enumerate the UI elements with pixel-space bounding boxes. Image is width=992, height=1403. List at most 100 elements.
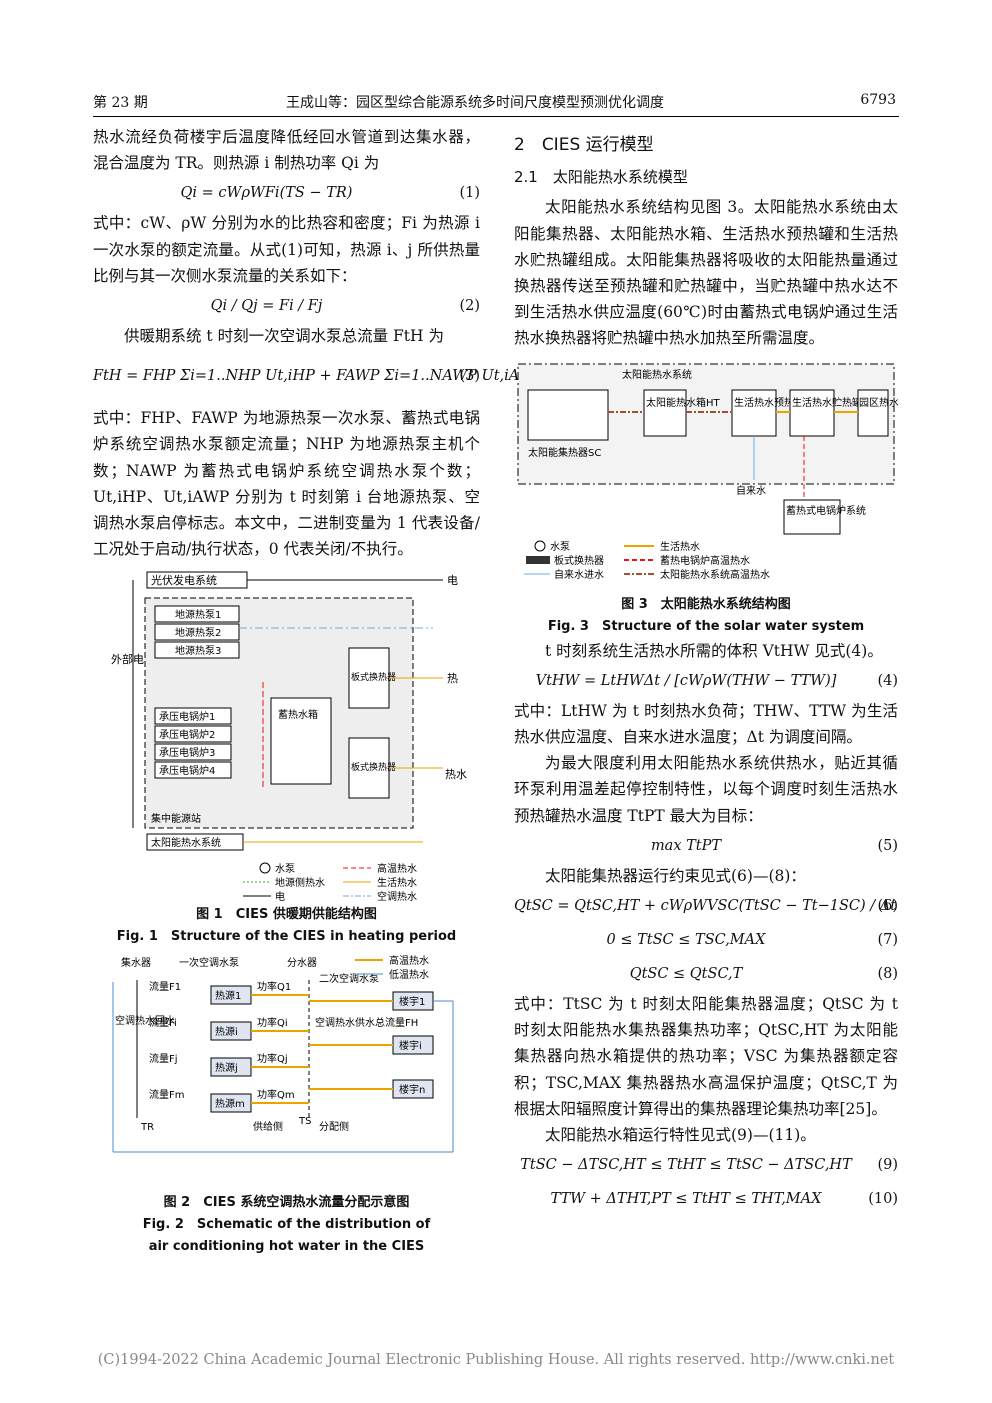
solar-water-diagram: 太阳能热水系统 太阳能集热器SC 太阳能热水箱HT 生活热水预热罐PT 生活热水… — [517, 363, 898, 581]
svg-text:蓄热电锅炉高温热水: 蓄热电锅炉高温热水 — [660, 554, 750, 567]
svg-text:热源j: 热源j — [215, 1061, 238, 1074]
svg-text:承压电锅炉1: 承压电锅炉1 — [159, 710, 215, 723]
svg-text:生活热水: 生活热水 — [377, 876, 417, 889]
figure-2: 集水器 一次空调水泵 分水器 二次空调水泵 高温热水 低温热水 空调热水回水 流… — [93, 952, 480, 1258]
load-label: 园区热水负荷 — [859, 396, 898, 409]
paragraph: 式中：cW、ρW 分别为水的比热容和密度；Fi 为热源 i 一次水泵的额定流量。… — [93, 214, 480, 285]
subsection-heading: 2.1 太阳能热水系统模型 — [514, 168, 688, 187]
equation-3: FtH = FHP Σi=1..NHP Ut,iHP + FAWP Σi=1..… — [93, 368, 544, 385]
hx-label-2: 板式换热器 — [351, 761, 396, 773]
fig3-title: 太阳能热水系统 — [622, 368, 692, 381]
equation-2: Qi / Qj = Fi / Fj(2) — [210, 298, 480, 315]
svg-text:功率Qi: 功率Qi — [257, 1016, 288, 1029]
st-label: 生活热水贮热罐ST — [792, 396, 875, 409]
svg-text:低温热水: 低温热水 — [389, 968, 429, 981]
svg-text:热源i: 热源i — [215, 1025, 238, 1038]
svg-text:楼宇1: 楼宇1 — [399, 995, 425, 1008]
svg-text:流量Fm: 流量Fm — [149, 1088, 185, 1101]
running-title: 王成山等：园区型综合能源系统多时间尺度模型预测优化调度 — [286, 95, 664, 111]
svg-text:自来水进水: 自来水进水 — [554, 568, 604, 581]
svg-text:楼宇n: 楼宇n — [399, 1083, 425, 1096]
heat-pump-group: 地源热泵1 地源热泵2 地源热泵3 — [154, 605, 240, 659]
hx-label-1: 板式换热器 — [351, 671, 396, 683]
svg-text:分水器: 分水器 — [287, 957, 317, 969]
left-column: 热水流经负荷楼宇后温度降低经回水管道到达集水器，混合温度为 TR。则热源 i 制… — [93, 124, 544, 1258]
fig1-legend: 水泵 高温热水 地源侧热水 生活热水 电 空调热水 — [243, 862, 417, 903]
grid-label: 外部电网 — [111, 652, 155, 666]
svg-text:水泵: 水泵 — [550, 541, 570, 553]
svg-text:热源1: 热源1 — [215, 989, 241, 1002]
svg-text:承压电锅炉2: 承压电锅炉2 — [159, 728, 215, 741]
svg-text:二次空调水泵: 二次空调水泵 — [319, 972, 379, 985]
fig3-legend: 水泵 生活热水 板式换热器 蓄热电锅炉高温热水 自来水进水 太阳能热水系统高温热… — [524, 540, 770, 581]
svg-text:板式换热器: 板式换热器 — [554, 554, 604, 567]
section-heading: 2 CIES 运行模型 — [514, 135, 654, 155]
return-label: 空调热水回水 — [115, 1014, 175, 1027]
equation-8: QtSC ≤ QtSC,T(8) — [629, 966, 898, 983]
svg-text:流量F1: 流量F1 — [149, 980, 181, 993]
equation-1: Qi = cWρWFi(TS − TR)(1) — [180, 185, 480, 202]
collector-label: 太阳能集热器SC — [528, 446, 601, 459]
pv-label: 光伏发电系统 — [151, 573, 217, 587]
svg-text:地源热泵1: 地源热泵1 — [175, 608, 221, 621]
figure-1: 光伏发电系统 电 外部电网 地源热泵1 地源热泵2 地源热泵3 承压电锅炉1 承… — [93, 568, 480, 948]
boiler-system-label: 蓄热式电锅炉系统 — [786, 504, 866, 517]
svg-text:生活热水: 生活热水 — [660, 540, 700, 553]
tap-water-label: 自来水 — [736, 484, 766, 497]
page-number: 6793 — [860, 92, 896, 108]
paragraph: 为最大限度利用太阳能热水系统供热水，贴近其循环泵利用温差起停控制特性，以每个调度… — [514, 754, 898, 825]
svg-text:热源m: 热源m — [215, 1097, 245, 1110]
svg-text:高温热水: 高温热水 — [377, 862, 417, 875]
svg-text:地源热泵3: 地源热泵3 — [175, 644, 221, 657]
svg-text:集水器: 集水器 — [121, 956, 151, 969]
svg-text:地源热泵2: 地源热泵2 — [175, 626, 221, 639]
supply-label: 空调热水供水总流量FH — [315, 1016, 418, 1029]
svg-text:一次空调水泵: 一次空调水泵 — [179, 956, 239, 969]
paragraph: 式中：LtHW 为 t 时刻热水负荷；THW、TTW 为生活热水供应温度、自来水… — [514, 701, 898, 747]
equation-7: 0 ≤ TtSC ≤ TSC,MAX(7) — [606, 932, 898, 949]
equation-4: VtHW = LtHWΔt / [cWρW(THW − TTW)](4) — [535, 672, 898, 689]
distribution-side-label: 分配侧 — [319, 1120, 349, 1133]
svg-text:高温热水: 高温热水 — [389, 954, 429, 967]
header-rule — [93, 116, 899, 117]
svg-text:承压电锅炉3: 承压电锅炉3 — [159, 746, 215, 759]
paragraph: t 时刻系统生活热水所需的体积 VtHW 见式(4)。 — [545, 641, 883, 660]
paragraph: 式中：TtSC 为 t 时刻太阳能集热器温度；QtSC 为 t 时刻太阳能热水集… — [514, 995, 898, 1118]
fig2-caption-cn: 图 2 CIES 系统空调热水流量分配示意图 — [163, 1195, 410, 1211]
equation-6: QtSC = QtSC,HT + cWρWVSC(TtSC − Tt−1SC) … — [514, 898, 898, 915]
paragraph: 供暖期系统 t 时刻一次空调水泵总流量 FtH 为 — [124, 327, 444, 346]
paragraph: 太阳能集热器运行约束见式(6)—(8)： — [545, 866, 806, 885]
issue-label: 第 23 期 — [93, 95, 148, 111]
paragraph: 太阳能热水系统结构见图 3。太阳能热水系统由太阳能集热器、太阳能热水箱、生活热水… — [514, 198, 898, 348]
ht-label: 太阳能热水箱HT — [646, 396, 721, 409]
fig3-caption-en: Fig. 3 Structure of the solar water syst… — [547, 618, 865, 634]
ts-label: TS — [298, 1116, 311, 1127]
svg-text:楼宇i: 楼宇i — [399, 1039, 422, 1052]
right-column: 2 CIES 运行模型 2.1 太阳能热水系统模型 太阳能热水系统结构见图 3。… — [514, 124, 898, 1216]
equation-5: max TtPT(5) — [650, 837, 898, 854]
fig2-caption-en-2: air conditioning hot water in the CIES — [148, 1239, 425, 1255]
fig1-caption-en: Fig. 1 Structure of the CIES in heating … — [116, 929, 457, 945]
svg-text:功率Qm: 功率Qm — [257, 1088, 295, 1101]
building-rows: 楼宇1 楼宇i 楼宇n — [112, 982, 454, 1153]
fig1-caption-cn: 图 1 CIES 供暖期供能结构图 — [196, 907, 377, 923]
svg-text:功率Qj: 功率Qj — [257, 1052, 288, 1065]
svg-text:流量Fj: 流量Fj — [149, 1052, 178, 1065]
svg-text:空调热水: 空调热水 — [377, 890, 417, 903]
equation-10: TTW + ΔTHT,PT ≤ TtHT ≤ THT,MAX(10) — [550, 1191, 898, 1208]
svg-text:太阳能热水系统高温热水: 太阳能热水系统高温热水 — [660, 568, 770, 581]
svg-text:功率Q1: 功率Q1 — [257, 980, 291, 993]
station-label: 集中能源站 — [151, 812, 201, 825]
heat-out-label: 热 — [447, 672, 458, 685]
hotwater-out-label: 热水 — [445, 768, 467, 781]
solar-system-label: 太阳能热水系统 — [151, 836, 221, 849]
fig2-caption-en-1: Fig. 2 Schematic of the distribution of — [142, 1217, 431, 1233]
copyright-footer: (C)1994-2022 China Academic Journal Elec… — [97, 1352, 895, 1368]
figure-3: 太阳能热水系统 太阳能集热器SC 太阳能热水箱HT 生活热水预热罐PT 生活热水… — [514, 360, 898, 638]
svg-text:承压电锅炉4: 承压电锅炉4 — [159, 764, 215, 777]
paragraph: 式中：FHP、FAWP 为地源热泵一次水泵、蓄热式电锅炉系统空调热水泵额定流量；… — [93, 409, 480, 559]
flow-distribution-diagram: 集水器 一次空调水泵 分水器 二次空调水泵 高温热水 低温热水 空调热水回水 流… — [112, 954, 454, 1153]
equation-9: TtSC − ΔTSC,HT ≤ TtHT ≤ TtSC − ΔTSC,HT(9… — [520, 1157, 898, 1174]
paragraph: 热水流经负荷楼宇后温度降低经回水管道到达集水器，混合温度为 TR。则热源 i 制… — [93, 128, 480, 173]
